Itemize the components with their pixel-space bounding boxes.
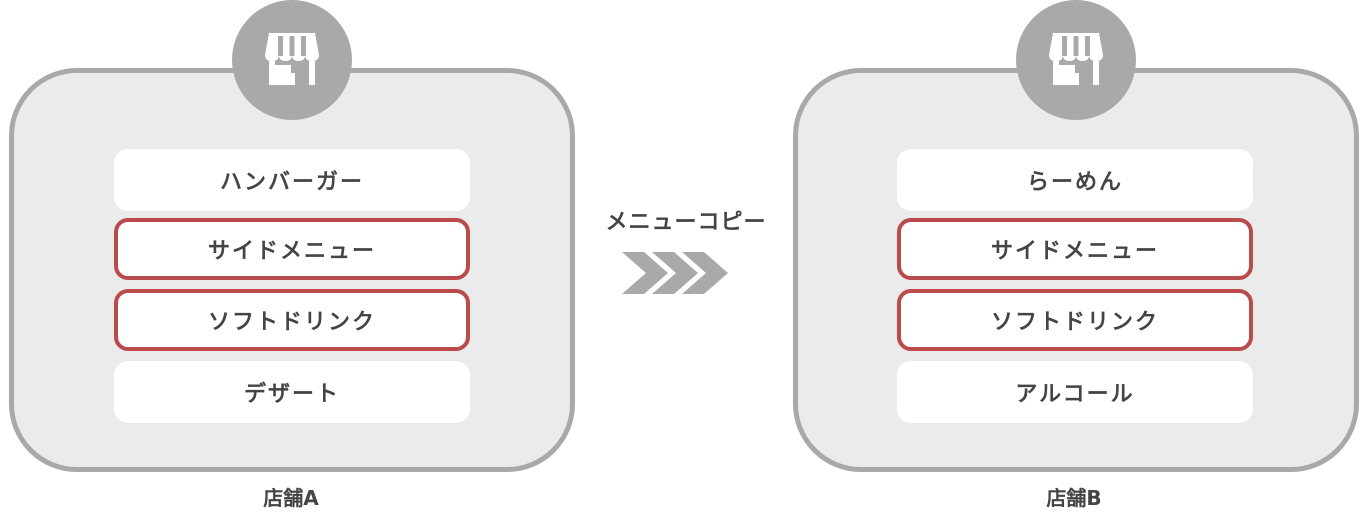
store-icon bbox=[232, 0, 352, 120]
copy-action-label: メニューコピー bbox=[605, 210, 767, 235]
chevron-right-arrows-icon bbox=[622, 252, 744, 298]
menu-item: らーめん bbox=[897, 149, 1253, 211]
store-a-label: 店舗A bbox=[263, 486, 319, 510]
menu-item-highlighted: ソフトドリンク bbox=[897, 289, 1253, 351]
menu-item-highlighted: サイドメニュー bbox=[114, 218, 470, 280]
menu-item: ハンバーガー bbox=[114, 149, 470, 211]
store-b-label: 店舗B bbox=[1046, 486, 1102, 510]
menu-item: アルコール bbox=[897, 361, 1253, 423]
store-icon bbox=[1016, 0, 1136, 120]
menu-item-highlighted: サイドメニュー bbox=[897, 218, 1253, 280]
menu-item-highlighted: ソフトドリンク bbox=[114, 289, 470, 351]
menu-item: デザート bbox=[114, 361, 470, 423]
